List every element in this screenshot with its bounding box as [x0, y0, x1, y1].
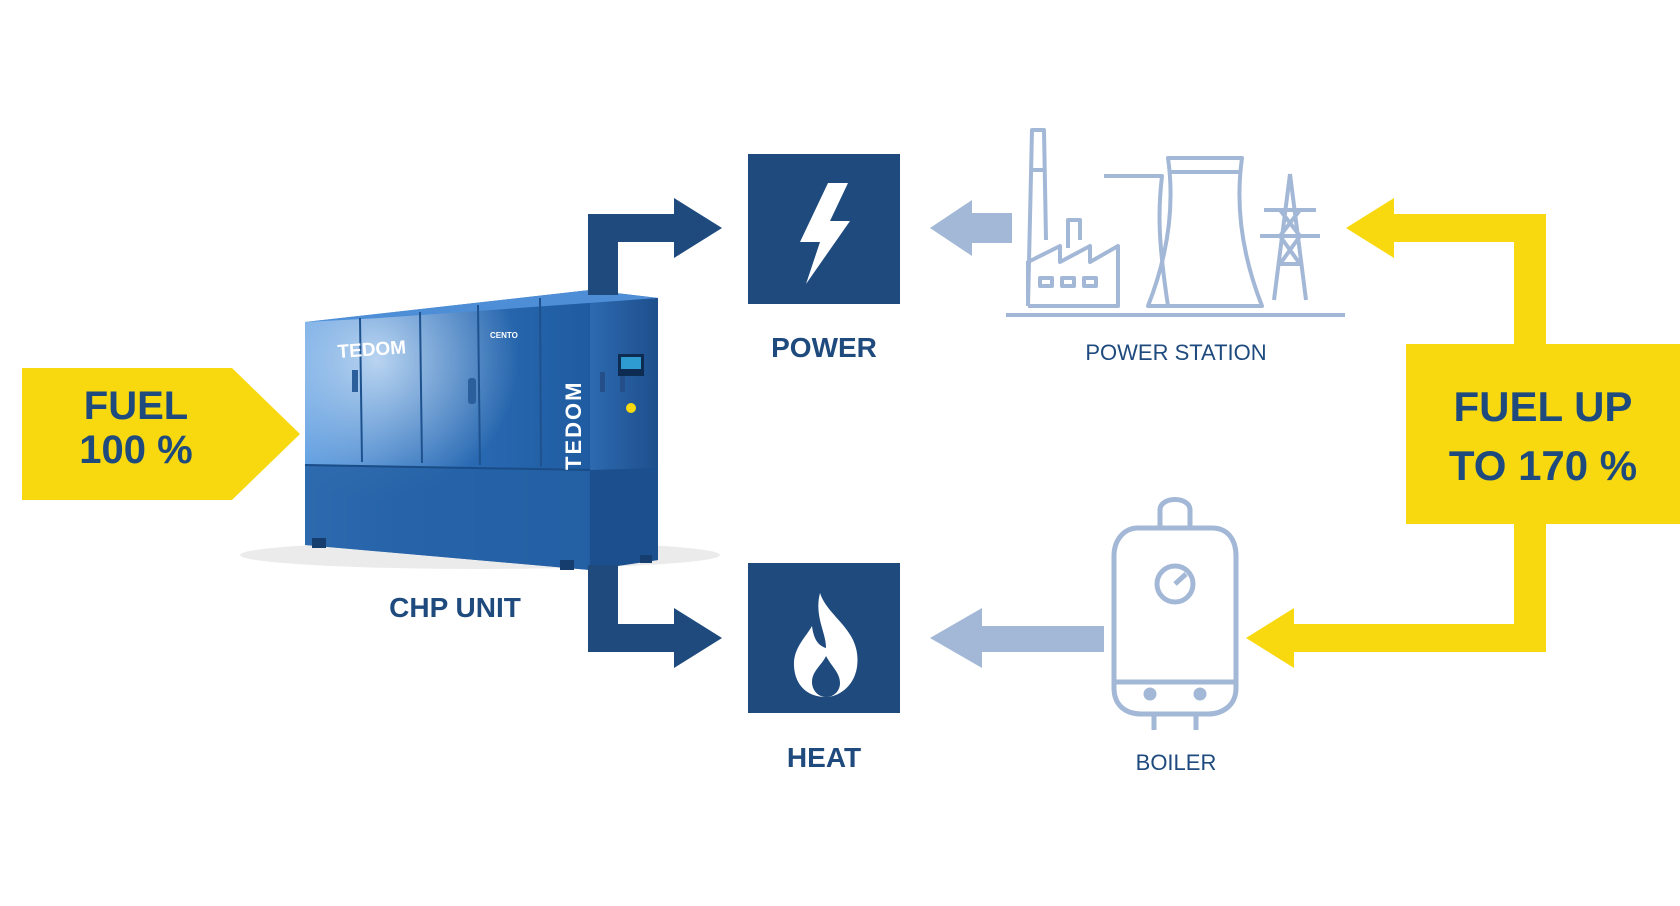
station-to-power-arrow	[930, 200, 1012, 256]
fuel-input-line1: FUEL	[83, 384, 189, 428]
chp-brand-logo: TEDOM	[337, 337, 407, 363]
heat-label: HEAT	[786, 742, 862, 773]
boiler-label: BOILER	[1135, 750, 1217, 775]
chp-unit-image	[240, 290, 720, 570]
chp-brand-logo-side: TEDOM	[561, 381, 586, 470]
power-station-label: POWER STATION	[1085, 340, 1267, 365]
heat-flow-arrow	[588, 565, 722, 668]
chp-unit-label: CHP UNIT	[389, 592, 521, 623]
fuel-input-line2: 100 %	[79, 428, 193, 472]
fuel-compare-line2: TO 170 %	[1448, 441, 1638, 489]
boiler-icon	[1111, 497, 1239, 730]
power-label: POWER	[771, 332, 877, 363]
power-station-icon	[1006, 128, 1345, 317]
fuel-compare-box	[1406, 344, 1680, 524]
power-flow-arrow	[588, 198, 722, 295]
fuel-compare-line1: FUEL UP	[1453, 383, 1633, 430]
heat-box	[748, 563, 900, 713]
fuel-to-station-arrow	[1346, 198, 1546, 345]
chp-model-logo: CENTO	[490, 331, 518, 340]
fuel-compare-label: FUEL UP TO 170 %	[1412, 378, 1674, 496]
fuel-input-label: FUEL 100 %	[36, 384, 236, 472]
flame-icon	[793, 593, 858, 697]
fuel-input-arrow	[22, 368, 300, 500]
boiler-to-heat-arrow	[930, 608, 1104, 668]
fuel-to-boiler-arrow	[1246, 520, 1546, 668]
lightning-bolt-icon	[800, 183, 850, 284]
